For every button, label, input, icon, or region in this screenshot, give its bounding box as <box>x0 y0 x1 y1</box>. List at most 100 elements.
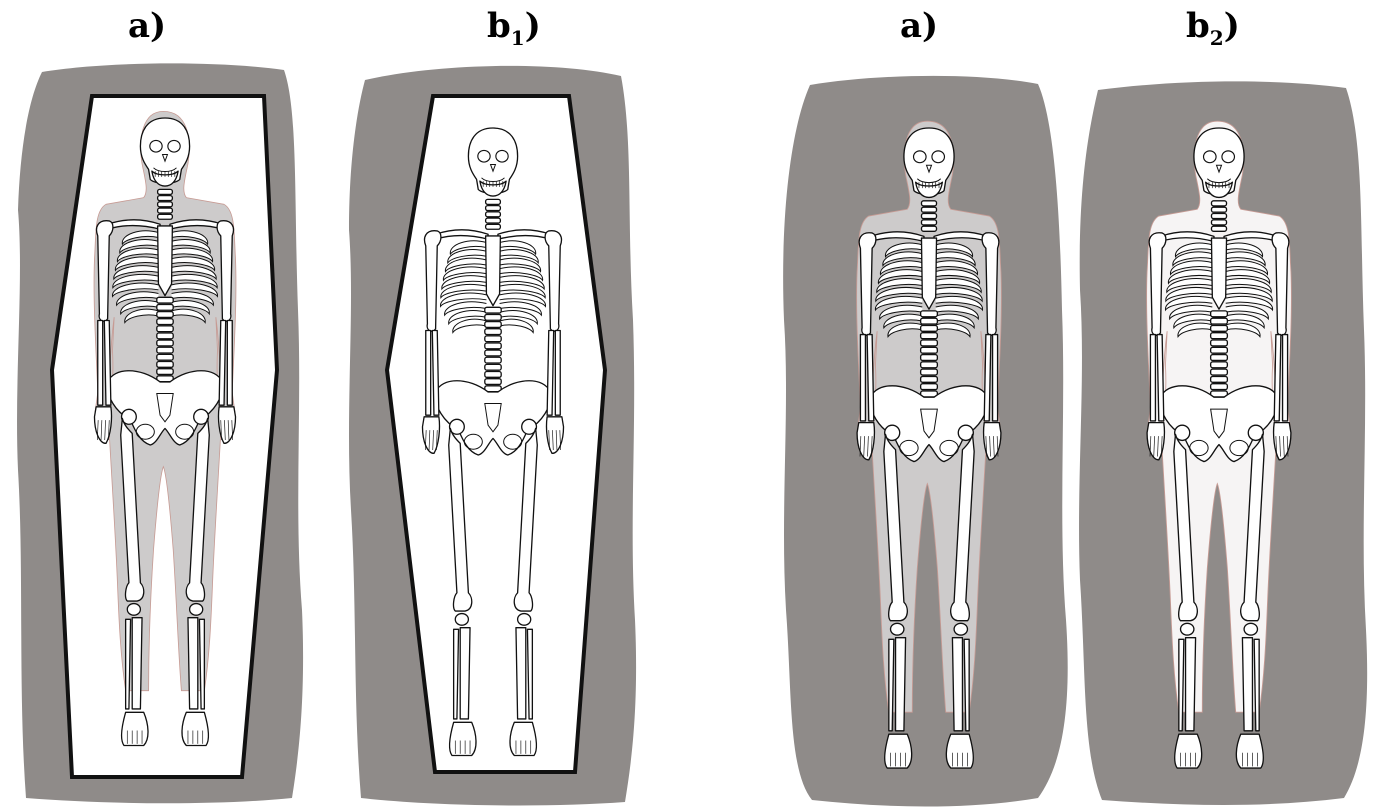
vertebra <box>157 347 173 353</box>
vertebra <box>1211 340 1228 346</box>
right-radius <box>984 335 991 421</box>
vertebra <box>921 362 938 368</box>
right-fibula <box>964 639 969 730</box>
vertebra <box>157 340 173 346</box>
left-radius <box>1157 335 1164 421</box>
left-foot <box>449 722 476 755</box>
vertebra <box>1211 318 1228 324</box>
cervical-vertebra <box>486 212 501 217</box>
vertebra <box>921 318 938 324</box>
vertebra <box>485 350 501 356</box>
right-foot <box>510 722 537 755</box>
cervical-vertebra <box>1211 220 1226 225</box>
vertebra <box>921 340 938 346</box>
vertebra <box>921 311 938 317</box>
left-patella <box>127 604 140 616</box>
left-ulna <box>426 331 431 416</box>
vertebra <box>485 364 501 370</box>
left-foot <box>1175 734 1202 768</box>
vertebra <box>921 355 938 361</box>
vertebra <box>921 347 938 353</box>
cervical-vertebra <box>921 214 936 219</box>
vertebra <box>157 326 173 332</box>
left-fibula <box>126 619 131 709</box>
burial-panel-a-soil <box>776 50 1076 808</box>
vertebra <box>1211 355 1228 361</box>
right-tibia <box>952 638 962 731</box>
vertebra <box>1211 362 1228 368</box>
cervical-vertebra <box>1211 214 1226 219</box>
left-ulna <box>98 321 103 406</box>
vertebra <box>1211 376 1228 382</box>
cervical-vertebra <box>486 199 501 204</box>
left-patella <box>891 623 904 635</box>
right-radius <box>1274 335 1281 421</box>
vertebra <box>485 357 501 363</box>
left-tibia <box>896 638 906 731</box>
left-ulna <box>860 335 865 421</box>
vertebra <box>921 333 938 339</box>
vertebra <box>485 329 501 335</box>
vertebra <box>485 379 501 385</box>
left-fibula <box>1179 639 1184 730</box>
vertebra <box>1211 333 1228 339</box>
vertebra <box>1211 369 1228 375</box>
left-radius <box>867 335 874 421</box>
right-ulna <box>227 321 232 406</box>
cervical-vertebra <box>158 214 173 219</box>
right-ulna <box>555 331 560 416</box>
vertebra <box>157 319 173 325</box>
cervical-vertebra <box>486 224 501 229</box>
vertebra <box>485 307 501 313</box>
vertebra <box>157 354 173 360</box>
left-foot <box>885 734 912 768</box>
left-tibia <box>132 618 142 709</box>
right-tibia <box>516 628 526 719</box>
cervical-vertebra <box>486 218 501 223</box>
vertebra <box>157 312 173 318</box>
left-patella <box>455 614 468 626</box>
left-ulna <box>1150 335 1155 421</box>
panel-label-a-left: a) <box>128 6 166 46</box>
right-patella <box>518 614 531 626</box>
right-radius <box>219 321 226 406</box>
vertebra <box>157 297 173 303</box>
cervical-vertebra <box>158 208 173 213</box>
sternum <box>921 238 936 309</box>
vertebra <box>921 369 938 375</box>
burial-panel-a-coffin <box>12 50 312 808</box>
vertebra <box>1211 384 1228 390</box>
right-patella <box>1244 623 1257 635</box>
vertebra <box>157 304 173 310</box>
right-ulna <box>993 335 998 421</box>
cervical-vertebra <box>921 220 936 225</box>
cervical-vertebra <box>921 226 936 231</box>
right-patella <box>954 623 967 635</box>
burial-panel-b2-soil <box>1074 50 1374 808</box>
cervical-vertebra <box>158 202 173 207</box>
left-tibia <box>460 628 470 719</box>
right-foot <box>1236 734 1263 768</box>
right-fibula <box>527 629 532 719</box>
right-fibula <box>1254 639 1259 730</box>
left-radius <box>104 321 111 406</box>
vertebra <box>485 336 501 342</box>
panel-label-b2: b2) <box>1186 6 1240 50</box>
right-patella <box>190 604 203 616</box>
right-tibia <box>188 618 198 709</box>
cervical-vertebra <box>921 207 936 212</box>
cervical-vertebra <box>921 201 936 206</box>
vertebra <box>1211 311 1228 317</box>
panel-label-b1: b1) <box>487 6 541 50</box>
vertebra <box>157 333 173 339</box>
right-fibula <box>199 619 204 709</box>
cervical-vertebra <box>1211 201 1226 206</box>
vertebra <box>157 369 173 375</box>
left-radius <box>432 331 439 416</box>
left-foot <box>121 712 148 745</box>
cervical-vertebra <box>1211 226 1226 231</box>
right-foot <box>946 734 973 768</box>
vertebra <box>921 325 938 331</box>
right-ulna <box>1283 335 1288 421</box>
vertebra <box>485 322 501 328</box>
